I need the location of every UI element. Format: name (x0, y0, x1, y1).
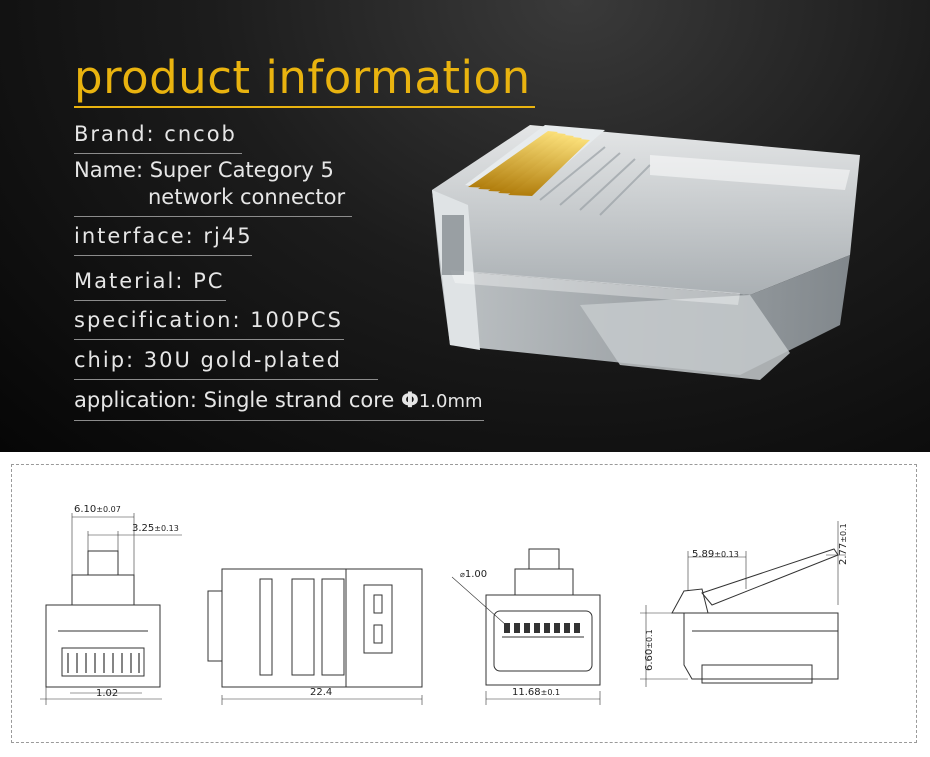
dimension-drawings: 6.10±0.07 3.25±0.13 1.02 22.4 ⌀1.00 11.6… (40, 504, 849, 705)
spec-name-line1: Name: Super Category 5 (74, 158, 334, 182)
dim-front-tab: 3.25±0.13 (132, 523, 179, 534)
divider (74, 255, 252, 256)
front-view (40, 513, 182, 705)
dim-top-length: 22.4 (310, 687, 332, 698)
spec-chip: chip: 30U gold-plated (74, 347, 378, 380)
dim-rear-width: 11.68±0.1 (512, 687, 560, 698)
product-banner: product information Brand: cncob Name: S… (0, 0, 930, 452)
technical-drawing-panel: 6.10±0.07 3.25±0.13 1.02 22.4 ⌀1.00 11.6… (11, 464, 917, 743)
spec-brand-text: Brand: cncob (74, 122, 237, 146)
dim-front-width: 6.10±0.07 (74, 504, 121, 515)
phi-symbol: Φ (400, 388, 419, 412)
spec-interface-text: interface: rj45 (74, 224, 253, 248)
divider (74, 300, 226, 301)
rear-view (451, 548, 601, 705)
top-view (207, 568, 423, 705)
side-view (640, 521, 846, 687)
spec-brand: Brand: cncob (74, 121, 242, 154)
spec-material-text: Material: PC (74, 269, 225, 293)
spec-interface: interface: rj45 (74, 223, 253, 256)
spec-specification: specification: 100PCS (74, 307, 344, 340)
spec-name: Name: Super Category 5 network connector (74, 157, 352, 217)
divider (74, 153, 242, 154)
rj45-connector-image (432, 125, 860, 380)
spec-name-line2: network connector (148, 185, 346, 209)
dim-rear-hole: ⌀1.00 (460, 569, 487, 580)
spec-material: Material: PC (74, 268, 226, 301)
divider (74, 216, 352, 217)
dim-side-latch: 2.77±0.1 (838, 523, 849, 565)
spec-chip-text: chip: 30U gold-plated (74, 348, 342, 372)
spec-specification-text: specification: 100PCS (74, 308, 343, 332)
spec-application: application: Single strand core Φ1.0mm (74, 387, 484, 421)
spec-application-size: 1.0mm (418, 391, 483, 412)
dim-side-tab: 5.89±0.13 (692, 549, 739, 560)
spec-application-text: application: Single strand core (74, 388, 401, 412)
dim-front-pitch: 1.02 (96, 688, 118, 699)
divider (74, 339, 344, 340)
gold-contacts (468, 131, 590, 196)
page-title: product information (74, 50, 535, 108)
dim-side-height: 6.60±0.1 (644, 629, 655, 671)
divider (74, 420, 484, 421)
divider (74, 379, 378, 380)
